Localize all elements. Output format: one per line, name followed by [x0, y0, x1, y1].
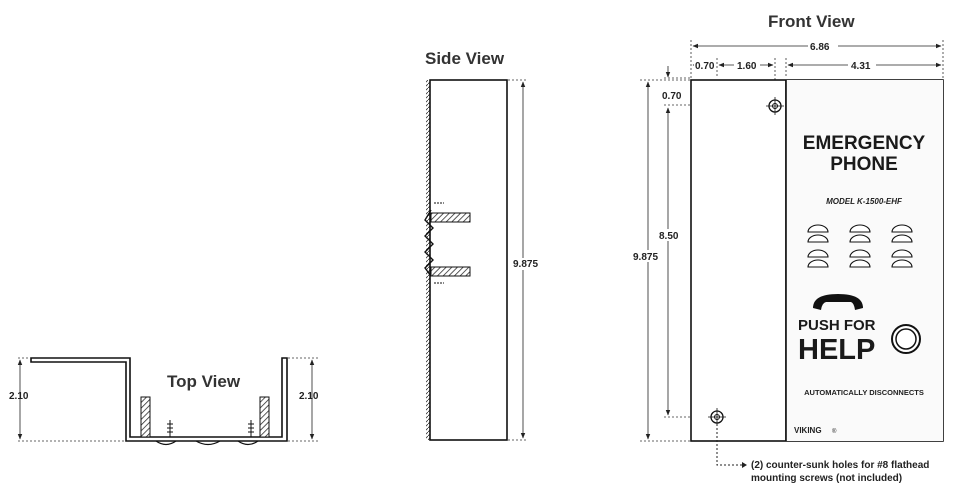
side-view-title: Side View — [425, 49, 505, 68]
side-view-bolt-upper — [430, 212, 471, 223]
front-panel-width: 4.31 — [851, 61, 871, 72]
top-view-title: Top View — [167, 372, 241, 391]
side-view-wall — [426, 80, 431, 440]
top-view-screw-left — [167, 420, 173, 437]
top-view: Top View 2.10 2.10 — [9, 357, 319, 446]
panel-help: HELP — [798, 334, 875, 366]
front-hole-spacing: 1.60 — [737, 61, 757, 72]
mounting-hole-bottom — [708, 408, 726, 426]
side-view-height-dim: 9.875 — [513, 259, 538, 270]
side-view: Side View 9.875 — [424, 49, 544, 441]
side-view-body — [429, 79, 508, 441]
front-top-offset: 0.70 — [662, 91, 682, 102]
call-button[interactable] — [891, 324, 921, 354]
side-view-bracket — [424, 209, 434, 277]
speaker-grille — [807, 224, 913, 268]
note-line1: (2) counter-sunk holes for #8 flathead — [751, 460, 929, 471]
panel-brand: VIKING — [794, 426, 822, 435]
front-overall-width: 6.86 — [810, 42, 830, 53]
panel-brand-mark: ® — [832, 428, 837, 435]
front-overall-height: 9.875 — [633, 252, 658, 263]
handset-icon — [813, 294, 863, 310]
front-view: Front View 6.86 0.70 1.60 4.31 0.70 8.50 — [631, 12, 944, 484]
panel-heading-line2: PHONE — [830, 154, 898, 175]
top-view-post-right — [259, 396, 270, 438]
top-view-bumps — [155, 440, 259, 446]
side-view-bolt-lower — [430, 266, 471, 277]
front-left-offset: 0.70 — [695, 61, 715, 72]
mounting-hole-top — [766, 97, 784, 115]
top-view-left-dim: 2.10 — [9, 391, 29, 402]
note-line2: mounting screws (not included) — [751, 473, 902, 484]
panel-heading-line1: EMERGENCY — [803, 133, 926, 154]
top-view-post-left — [140, 396, 151, 438]
top-view-screw-right — [248, 420, 254, 437]
front-hole-vertical: 8.50 — [659, 231, 679, 242]
top-view-right-dim: 2.10 — [299, 391, 319, 402]
top-view-outline — [30, 357, 288, 442]
note-leader — [716, 424, 742, 466]
panel-auto-disconnect: AUTOMATICALLY DISCONNECTS — [804, 388, 924, 397]
front-view-title: Front View — [768, 12, 855, 31]
panel-push-for: PUSH FOR — [798, 317, 876, 334]
panel-model: MODEL K-1500-EHF — [826, 197, 903, 206]
